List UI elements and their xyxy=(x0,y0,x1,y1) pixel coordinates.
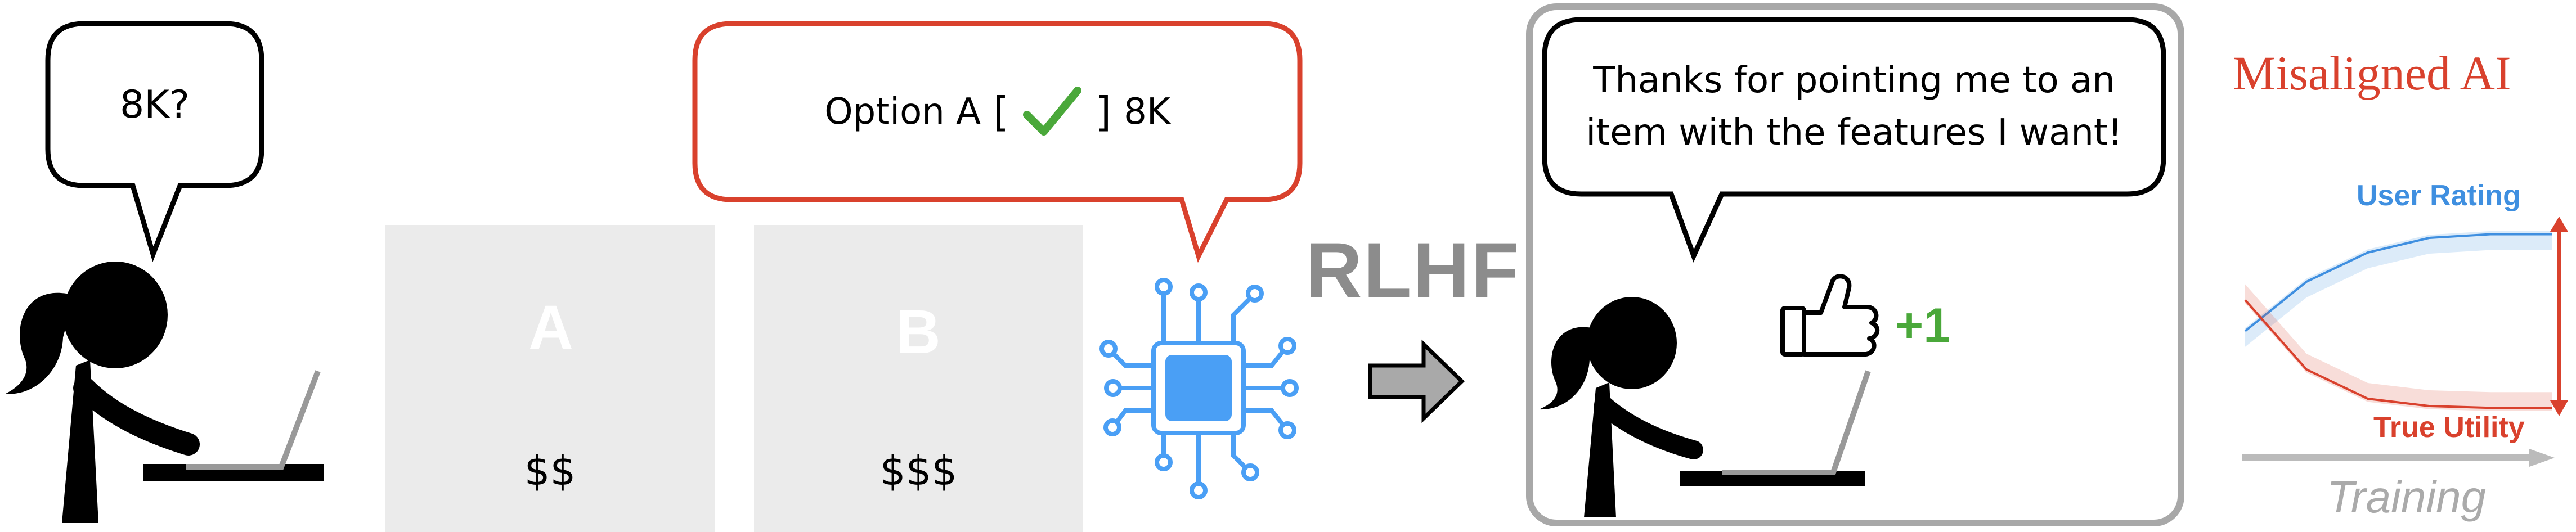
satisfied-user-figure xyxy=(1539,297,1871,517)
user-query-text-box: 8K? xyxy=(48,24,262,186)
option-b-label: B xyxy=(896,297,941,367)
option-b-panel: $$$ xyxy=(754,225,1083,532)
user-rating-line xyxy=(2244,233,2552,332)
option-a-price: $$ xyxy=(524,447,576,494)
user-with-laptop-figure xyxy=(6,262,324,523)
post-rlhf-frame xyxy=(1526,3,2184,526)
ai-response-content: Option A [ ] 8K xyxy=(695,24,1300,200)
ai-response-suffix: 8K xyxy=(1124,91,1170,133)
ai-response-open-bracket: [ xyxy=(993,88,1009,136)
rlhf-label: RLHF xyxy=(1305,226,1520,314)
user-rating-label: User Rating xyxy=(2357,179,2521,212)
feedback-bubble xyxy=(1542,17,2166,263)
feedback-line-2: item with the features I want! xyxy=(1586,112,2122,154)
reward-label: +1 xyxy=(1895,299,1951,353)
ai-response-prefix: Option A xyxy=(824,91,981,133)
ai-response-close-bracket: ] xyxy=(1096,88,1112,136)
misaligned-title: Misaligned AI xyxy=(2233,46,2511,100)
user-rating-band xyxy=(2245,231,2552,347)
training-axis-label: Training xyxy=(2327,472,2487,522)
option-b-price: $$$ xyxy=(879,447,958,494)
ai-response-bubble xyxy=(692,21,1303,263)
feedback-text-box: Thanks for pointing me to an item with t… xyxy=(1545,20,2164,194)
user-query-text: 8K? xyxy=(120,82,190,127)
checkmark-icon xyxy=(1023,86,1082,136)
true-utility-label: True Utility xyxy=(2373,411,2525,444)
thumbs-up-icon xyxy=(1780,274,1879,357)
option-a-panel: $$ xyxy=(385,225,715,532)
rlhf-arrow xyxy=(1368,339,1465,423)
user-query-bubble xyxy=(45,21,264,262)
training-axis-arrow xyxy=(2242,449,2555,467)
feedback-line-1: Thanks for pointing me to an xyxy=(1593,60,2115,102)
option-a-label: A xyxy=(528,293,573,362)
ai-chip-icon xyxy=(1099,278,1299,499)
true-utility-band xyxy=(2245,284,2552,411)
gap-double-arrow xyxy=(2550,217,2568,416)
misaligned-chart xyxy=(2242,217,2568,467)
true-utility-line xyxy=(2244,299,2552,409)
